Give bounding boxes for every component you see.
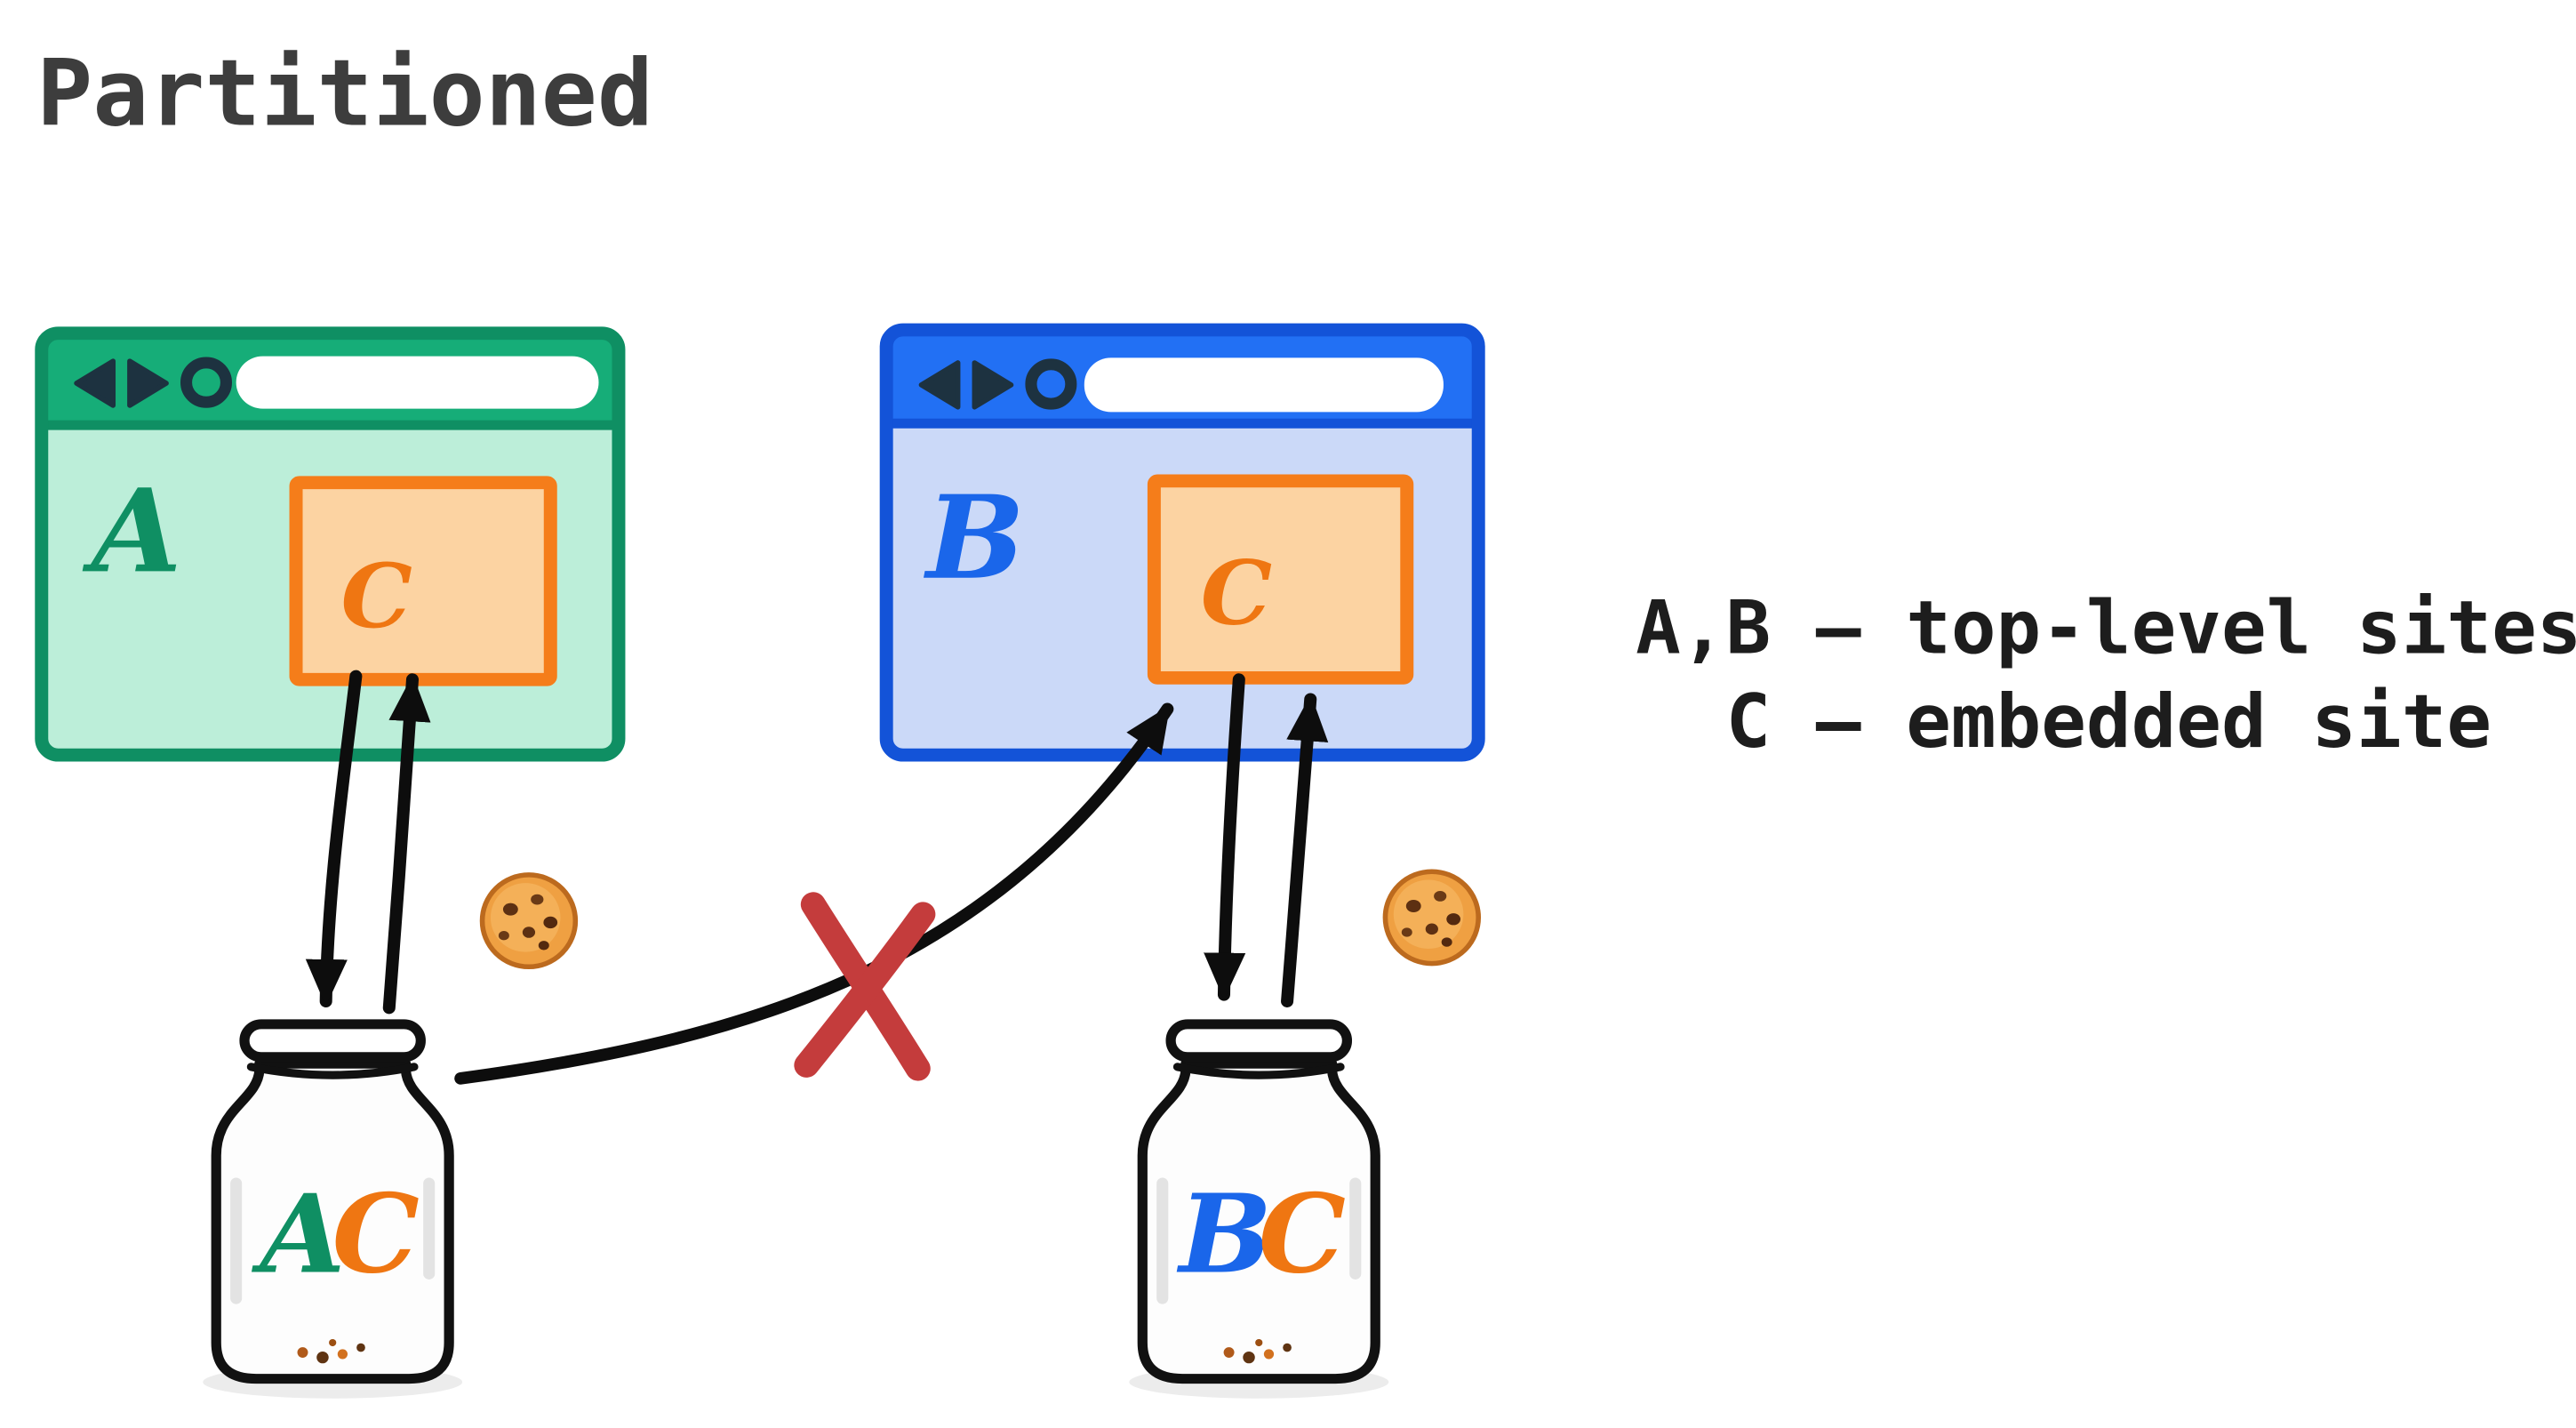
reload-icon (1025, 358, 1077, 410)
embedded-c-label-in-a: C (341, 544, 412, 648)
legend: A,B – top-level sites C – embedded site (1636, 584, 2576, 765)
url-bar (236, 356, 599, 409)
legend-line-2: C – embedded site (1725, 678, 2492, 764)
cookie-jar-ac: A C (203, 1024, 462, 1399)
jar-ac-letter-a: A (252, 1170, 346, 1297)
arrow-a-to-jar (305, 670, 363, 1007)
back-icon (918, 360, 961, 410)
browser-b-frame (879, 323, 1485, 762)
forward-icon (127, 358, 169, 408)
page-title: Partitioned (36, 39, 653, 147)
browser-window-b: B C (879, 323, 1485, 762)
reload-icon (180, 357, 232, 408)
forward-icon (972, 360, 1014, 410)
embedded-c-label-in-b: C (1201, 541, 1272, 645)
cookie-jar-bc: B C (1129, 1024, 1388, 1399)
jar-bc-letter-c: C (1259, 1170, 1346, 1297)
blocked-access (454, 702, 1174, 1085)
cookie-icon (1385, 871, 1478, 963)
legend-line-1: A,B – top-level sites (1636, 584, 2576, 670)
cookie-icon (483, 875, 576, 967)
browser-a-frame (35, 326, 626, 762)
embedded-frame-c-in-b (1147, 474, 1414, 685)
browser-a-label: A (82, 463, 182, 598)
cookie-flow-arrows (305, 670, 1329, 1015)
embedded-frame-c-in-a (289, 476, 557, 686)
jar-ac-letter-c: C (332, 1170, 420, 1297)
back-icon (74, 358, 116, 408)
jar-bc-letter-b: B (1177, 1170, 1272, 1297)
browser-b-label: B (923, 470, 1025, 606)
arrow-jar-to-a (382, 673, 431, 1015)
arrow-jar-to-b (1281, 693, 1329, 1007)
url-bar (1084, 357, 1444, 413)
arrow-b-to-jar (1204, 673, 1246, 1001)
browser-window-a: A C (35, 326, 626, 762)
blocked-cross-icon (794, 892, 936, 1081)
